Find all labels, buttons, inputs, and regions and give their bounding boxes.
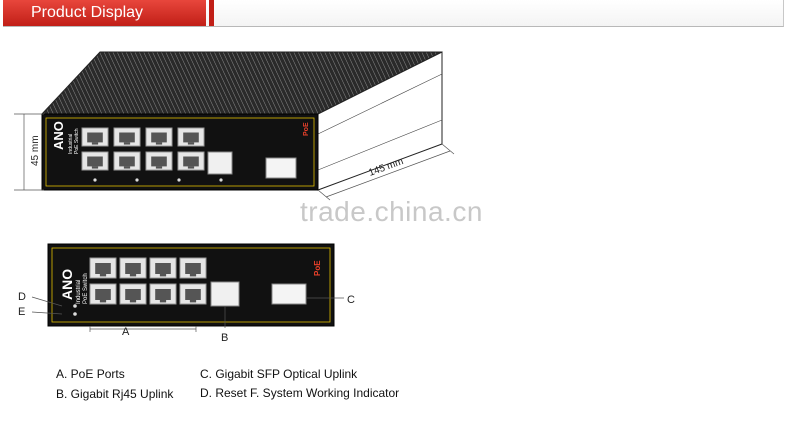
callout-d-label: D — [18, 291, 26, 303]
callout-b-label: B — [221, 332, 228, 344]
section-title: Product Display — [3, 0, 206, 26]
poe-port — [149, 283, 177, 305]
device-name-line-1: Industrial — [76, 280, 82, 304]
poe-port — [179, 283, 207, 305]
sfp-slot-3d — [265, 157, 297, 179]
poe-badge: PoE — [313, 260, 322, 276]
rj45-uplink-3d — [207, 151, 233, 175]
callout-d: D — [18, 291, 63, 307]
callout-e-label: E — [18, 306, 25, 318]
legend-reset-indicator: D. Reset F. System Working Indicator — [200, 386, 400, 400]
poe-port — [81, 151, 109, 171]
callout-a-label: A — [122, 326, 130, 338]
legend-rj45-uplink: B. Gigabit Rj45 Uplink — [56, 387, 174, 401]
poe-port — [145, 127, 173, 147]
poe-port — [145, 151, 173, 171]
callout-a: A — [89, 326, 197, 338]
watermark: trade.china.cn — [300, 196, 483, 227]
reset-button — [73, 304, 77, 308]
sfp-slot — [271, 283, 307, 305]
section-header: Product Display — [3, 0, 784, 27]
led-indicator — [177, 178, 181, 182]
poe-port — [149, 257, 177, 279]
poe-port — [89, 283, 117, 305]
rj45-uplink-port — [210, 281, 240, 307]
led-indicator — [219, 178, 223, 182]
poe-port — [119, 283, 147, 305]
device-name-line-2: PoE Switch — [83, 273, 89, 304]
panel-border — [51, 247, 331, 323]
poe-port — [177, 151, 205, 171]
switch-front-view: ANO Industrial PoE Switch PoE — [47, 243, 335, 327]
brand-logo-3d: ANO — [51, 121, 66, 150]
poe-port — [119, 257, 147, 279]
header-accent — [209, 0, 214, 26]
legend-poe-ports: A. PoE Ports — [56, 367, 125, 381]
poe-port — [177, 127, 205, 147]
height-dimension: 45 mm — [14, 113, 44, 191]
callout-b: B — [221, 306, 228, 344]
height-label: 45 mm — [30, 135, 41, 166]
poe-port — [113, 151, 141, 171]
device-name-3d-1: Industrial — [68, 134, 74, 154]
poe-port — [113, 127, 141, 147]
switch-isometric: ANO Industrial PoE Switch PoE — [40, 51, 443, 191]
callout-c-label: C — [347, 294, 355, 306]
poe-port — [179, 257, 207, 279]
brand-logo: ANO — [59, 269, 75, 300]
led-indicator — [135, 178, 139, 182]
legend-sfp-uplink: C. Gigabit SFP Optical Uplink — [200, 367, 358, 381]
side-edge-line — [317, 119, 443, 171]
callout-c: C — [306, 294, 355, 306]
led-indicator — [93, 178, 97, 182]
poe-badge-3d: PoE — [303, 122, 310, 136]
system-led — [73, 312, 77, 316]
poe-port — [89, 257, 117, 279]
panel-border — [45, 117, 315, 187]
callout-e: E — [18, 306, 63, 318]
side-edge-line — [317, 73, 443, 135]
poe-port — [81, 127, 109, 147]
device-name-3d-2: PoE Switch — [74, 128, 80, 154]
